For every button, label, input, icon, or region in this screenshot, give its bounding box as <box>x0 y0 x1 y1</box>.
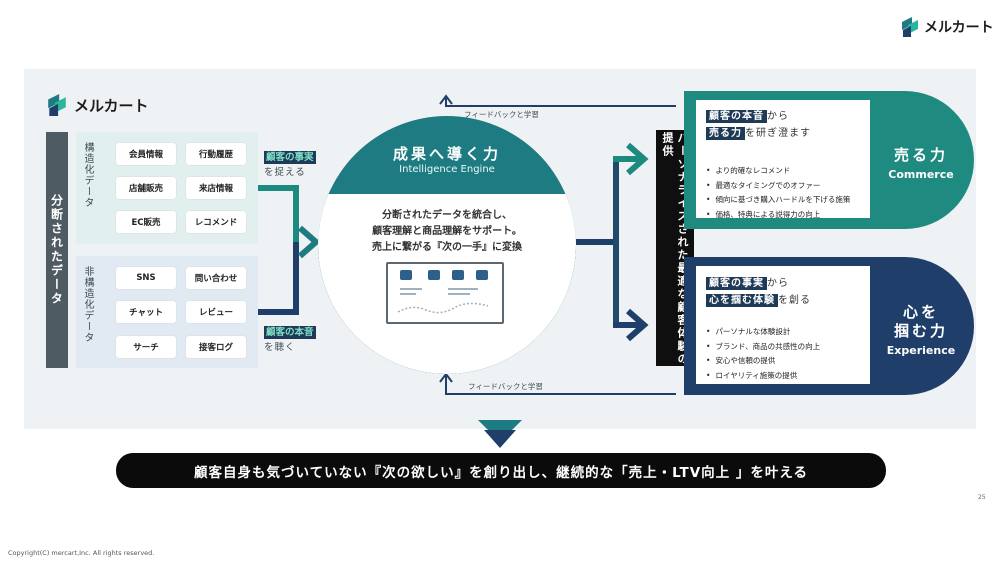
commerce-label-en: Commerce <box>888 168 954 181</box>
copyright: Copyright(C) mercart,Inc. All rights res… <box>8 549 155 557</box>
data-chip: チャット <box>116 301 176 323</box>
list-item: 安心や信頼の提供 <box>706 354 820 369</box>
experience-headline-hl1: 顧客の事実 <box>706 277 767 290</box>
commerce-headline: 顧客の本音から 売る力を研ぎ澄ます <box>706 108 811 142</box>
dashboard-monitor-icon <box>386 262 504 324</box>
brand-logo-panel: メルカート <box>46 90 149 120</box>
commerce-side-label: 売る力 Commerce <box>876 146 966 181</box>
brand-logo-top: メルカート <box>900 14 995 40</box>
arrow-head-icon <box>626 308 649 342</box>
brand-name: メルカート <box>924 20 994 36</box>
experience-headline-t2: を創る <box>778 295 811 306</box>
list-item: 価格、特典による説得力の向上 <box>706 208 850 223</box>
experience-label-line2: 掴む力 <box>893 322 948 340</box>
customer-voice-sub: を聴く <box>264 342 296 353</box>
commerce-bullet-list: より的確なレコメンド 最適なタイミングでのオファー 傾向に基づき購入ハードルを下… <box>706 164 850 222</box>
feedback-label-top: フィードバックと学習 <box>464 110 539 119</box>
data-chip: レコメンド <box>186 211 246 233</box>
experience-label-line1: 心を <box>902 303 939 321</box>
dashboard-illustration <box>397 270 489 314</box>
customer-facts-tag: 顧客の事実 を捉える <box>264 150 316 180</box>
list-item: より的確なレコメンド <box>706 164 850 179</box>
structured-data-label: 構造化データ <box>82 142 93 208</box>
list-item: 傾向に基づき購入ハードルを下げる施策 <box>706 193 850 208</box>
page-number: 25 <box>978 494 986 501</box>
data-chip: EC販売 <box>116 211 176 233</box>
arrow-head-icon <box>626 142 649 176</box>
commerce-headline-t1: から <box>767 111 789 122</box>
experience-bullet-list: パーソナルな体験設計 ブランド、商品の共感性の向上 安心や信頼の提供 ロイヤリテ… <box>706 325 820 383</box>
engine-desc-line: 分断されたデータを統合し、 <box>382 210 512 221</box>
list-item: パーソナルな体験設計 <box>706 325 820 340</box>
experience-headline: 顧客の事実から 心を掴む体験を創る <box>706 275 811 309</box>
brand-name: メルカート <box>74 96 149 115</box>
summary-banner: 顧客自身も気づいていない『次の欲しい』を創り出し、継続的な「売上・LTV向上 」… <box>116 453 886 488</box>
mercart-logo-icon <box>902 17 918 37</box>
engine-desc-line: 顧客理解と商品理解をサポート。 <box>372 226 522 237</box>
data-chip: 接客ログ <box>186 336 246 358</box>
data-chip: 店舗販売 <box>116 177 176 199</box>
chevron-down-icon <box>478 420 522 448</box>
customer-voice-tag: 顧客の本音 を聴く <box>264 325 316 355</box>
data-chip: 行動履歴 <box>186 143 246 165</box>
commerce-headline-hl1: 顧客の本音 <box>706 110 767 123</box>
experience-headline-t1: から <box>767 278 789 289</box>
connector-line <box>258 185 299 242</box>
commerce-headline-hl2: 売る力 <box>706 127 745 140</box>
customer-facts-highlight: 顧客の事実 <box>264 151 316 164</box>
engine-desc-line: 売上に繋がる『次の一手』に変換 <box>372 242 522 253</box>
customer-facts-sub: を捉える <box>264 167 306 178</box>
feedback-label-bottom: フィードバックと学習 <box>468 382 543 391</box>
data-chip: SNS <box>116 267 176 289</box>
connector-line <box>258 242 299 315</box>
data-chip: 問い合わせ <box>186 267 246 289</box>
customer-voice-highlight: 顧客の本音 <box>264 326 316 339</box>
arrow-head-icon <box>298 225 321 259</box>
data-chip: 来店情報 <box>186 177 246 199</box>
list-item: 最適なタイミングでのオファー <box>706 179 850 194</box>
data-chip: サーチ <box>116 336 176 358</box>
engine-title: 成果へ導く力 <box>392 145 501 163</box>
list-item: ロイヤリティ施策の提供 <box>706 369 820 384</box>
list-item: ブランド、商品の共感性の向上 <box>706 340 820 355</box>
arrow-up-icon <box>439 372 453 383</box>
commerce-label: 売る力 <box>893 146 948 164</box>
feedback-loop-line <box>445 98 676 107</box>
unstructured-data-label: 非構造化データ <box>82 266 93 343</box>
experience-label-en: Experience <box>886 344 956 357</box>
data-chip: 会員情報 <box>116 143 176 165</box>
arrow-up-icon <box>439 94 453 105</box>
engine-subtitle: Intelligence Engine <box>399 164 495 175</box>
experience-headline-hl2: 心を掴む体験 <box>706 294 778 307</box>
data-chip: レビュー <box>186 301 246 323</box>
experience-side-label: 心を 掴む力 Experience <box>876 303 966 357</box>
commerce-headline-t2: を研ぎ澄ます <box>745 128 811 139</box>
feedback-loop-line <box>445 376 676 395</box>
fragmented-data-label: 分断されたデータ <box>46 132 68 368</box>
mercart-logo-icon <box>48 94 66 116</box>
